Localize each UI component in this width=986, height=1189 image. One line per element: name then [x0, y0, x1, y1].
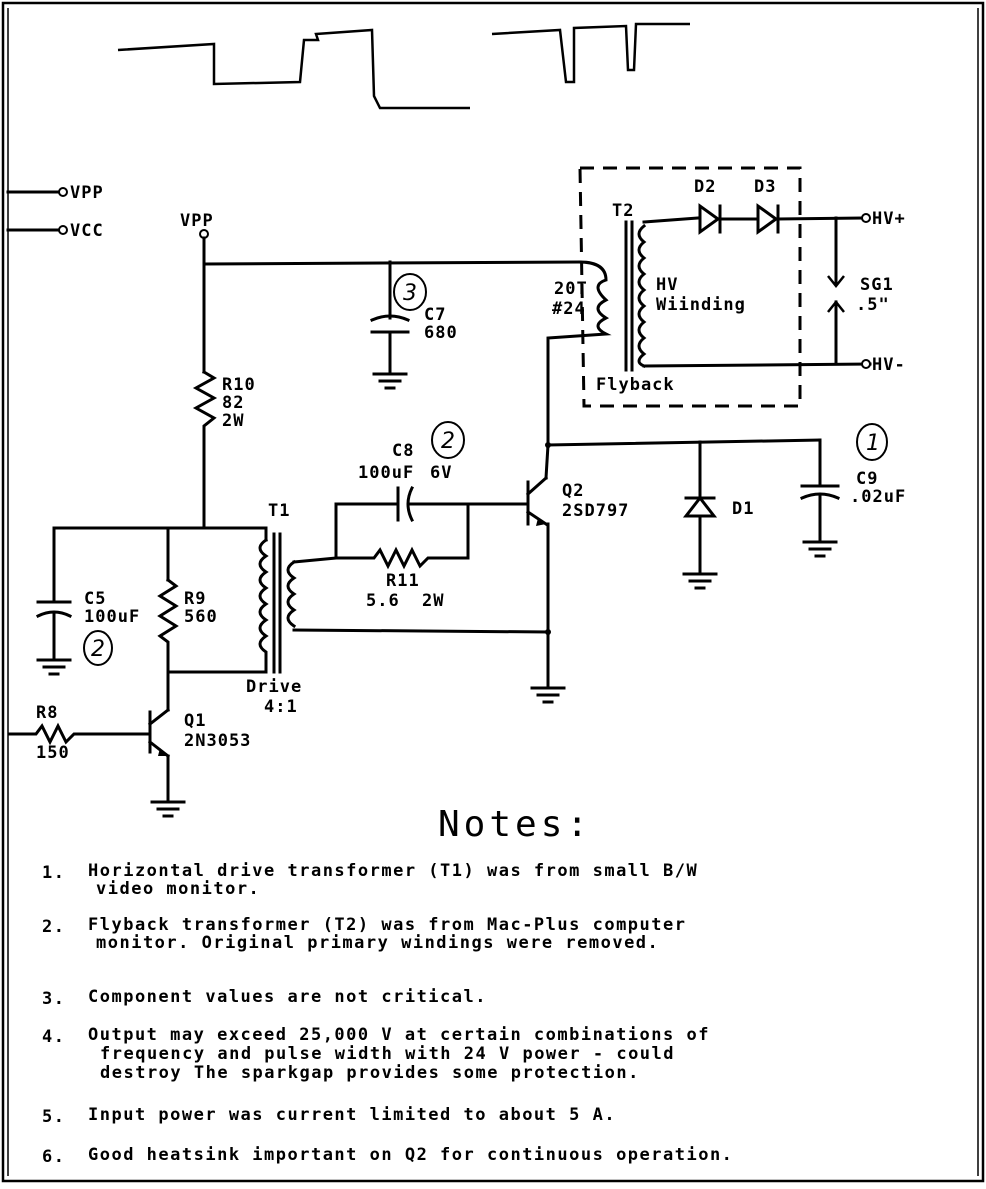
notes-title: Notes: [438, 804, 592, 845]
capacitor-c9: C9 .02uF [800, 438, 906, 558]
t1-label: T1 [268, 501, 290, 521]
note-line: Flyback transformer (T2) was from Mac-Pl… [88, 915, 686, 935]
note-4: 4. Output may exceed 25,000 V at certain… [42, 1025, 710, 1083]
c5-label: C5 [84, 589, 106, 609]
note-number: 6. [42, 1147, 65, 1167]
circled-number: 1 [866, 431, 880, 456]
note-line: Output may exceed 25,000 V at certain co… [88, 1025, 710, 1045]
note-line: video monitor. [96, 879, 260, 899]
note-number: 4. [42, 1027, 65, 1047]
waveform-sketch-right [491, 22, 690, 84]
q2-part: 2SD797 [562, 501, 629, 521]
vcc-input-label: VCC [70, 221, 104, 241]
circled-number: 2 [91, 637, 105, 662]
d3-label: D3 [754, 177, 776, 197]
circled-note-c9: 1 [856, 423, 888, 461]
note-1: 1. Horizontal drive transformer (T1) was… [42, 861, 698, 899]
transformer-t2: T2 20T #24 HV Wiinding Flyback [552, 166, 872, 408]
circled-number: 2 [441, 429, 455, 454]
q1-label: Q1 [184, 711, 206, 731]
sg1-label: SG1 [860, 275, 894, 295]
c7-value: 680 [424, 323, 458, 343]
spark-gap-sg1: SG1 .5" [827, 216, 894, 366]
d1-label: D1 [732, 499, 754, 519]
transistor-q1: Q1 2N3053 [147, 707, 251, 818]
circled-note-c8: 2 [431, 421, 465, 459]
q2-label: Q2 [562, 481, 584, 501]
t2-label: T2 [612, 201, 634, 221]
note-number: 5. [42, 1107, 65, 1127]
c8-label: C8 [392, 441, 414, 461]
r10-value: 82 [222, 393, 244, 413]
vpp-input: VPP [6, 183, 104, 203]
c9-label: C9 [856, 469, 878, 489]
note-number: 3. [42, 989, 65, 1009]
primary-turns: 20T [554, 279, 588, 299]
t1-drive: Drive [246, 677, 302, 697]
t1-ratio: 4:1 [264, 697, 298, 717]
resistor-r10: R10 82 2W [192, 369, 256, 530]
transformer-t1: T1 Drive 4:1 [246, 501, 550, 717]
diode-d2: D2 [694, 177, 758, 235]
hv-plus-label: HV+ [872, 209, 906, 229]
vpp-input-label: VPP [70, 183, 104, 203]
r10-label: R10 [222, 375, 256, 395]
d2-label: D2 [694, 177, 716, 197]
c8-value: 100uF [358, 463, 414, 483]
note-line: destroy The sparkgap provides some prote… [100, 1063, 640, 1083]
r11-label: R11 [386, 571, 420, 591]
vcc-input: VCC [6, 221, 104, 241]
note-line: Good heatsink important on Q2 for contin… [88, 1145, 733, 1165]
c9-value: .02uF [850, 487, 906, 507]
hv-winding-label: HV [656, 275, 678, 295]
circled-note-c5: 2 [83, 630, 113, 666]
waveform-sketch-left [117, 28, 470, 110]
flyback-label: Flyback [596, 375, 675, 395]
r9-label: R9 [184, 589, 206, 609]
note-3: 3. Component values are not critical. [42, 987, 487, 1009]
note-6: 6. Good heatsink important on Q2 for con… [42, 1145, 733, 1167]
note-line: Horizontal drive transformer (T1) was fr… [88, 861, 698, 881]
r8-label: R8 [36, 703, 58, 723]
r10-power: 2W [222, 411, 244, 431]
r11-value: 5.6 [366, 591, 400, 611]
note-line: monitor. Original primary windings were … [96, 933, 659, 953]
r8-value: 150 [36, 743, 70, 763]
q1-part: 2N3053 [184, 731, 251, 751]
primary-wire: #24 [552, 299, 586, 319]
r11-power: 2W [422, 591, 444, 611]
capacitor-c7: C7 680 [370, 260, 458, 390]
note-number: 2. [42, 917, 65, 937]
resistor-r8: R8 150 [8, 703, 152, 763]
note-5: 5. Input power was current limited to ab… [42, 1105, 616, 1127]
vpp-node-label: VPP [180, 211, 214, 231]
capacitor-c8: C8 100uF 6V [334, 441, 530, 523]
diode-d3: D3 [754, 177, 864, 235]
capacitor-c5: C5 100uF [35, 526, 140, 676]
hv-minus-label: HV- [872, 355, 906, 375]
circled-note-c7: 3 [393, 273, 427, 311]
note-number: 1. [42, 863, 65, 883]
sg1-value: .5" [856, 295, 890, 315]
transistor-q2: Q2 2SD797 [525, 443, 629, 704]
c8-voltage: 6V [430, 463, 452, 483]
resistor-r9: R9 560 [157, 577, 218, 712]
resistor-r11: R11 5.6 2W [334, 546, 470, 611]
note-line: Input power was current limited to about… [88, 1105, 616, 1125]
r9-value: 560 [184, 607, 218, 627]
note-2: 2. Flyback transformer (T2) was from Mac… [42, 915, 686, 953]
note-line: frequency and pulse width with 24 V powe… [100, 1044, 675, 1064]
c7-label: C7 [424, 305, 446, 325]
c5-value: 100uF [84, 607, 140, 627]
note-line: Component values are not critical. [88, 987, 487, 1007]
circled-number: 3 [403, 281, 417, 306]
diode-d1: D1 [682, 440, 754, 590]
hv-winding-label2: Wiinding [656, 295, 746, 315]
